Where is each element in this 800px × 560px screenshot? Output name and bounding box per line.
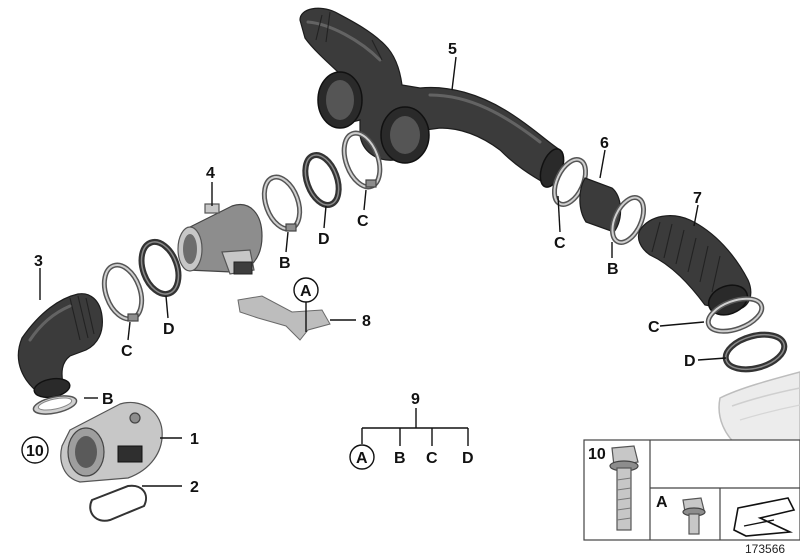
label-letter-c-right-lower: C (648, 319, 660, 336)
label-letter-a-tree: A (356, 450, 368, 467)
ring-d-upper (302, 152, 342, 208)
part-2-gasket (89, 484, 147, 522)
circle-a-bracket (293, 277, 319, 303)
legend-label-a: A (656, 494, 668, 511)
part-7-corrugated-hose (637, 215, 788, 373)
label-letter-c-tree: C (426, 450, 438, 467)
bolt-icon (609, 445, 639, 531)
part-1-throttle-body (60, 401, 163, 483)
leader-lines (39, 56, 727, 487)
label-letter-d-tree: D (462, 450, 474, 467)
label-part-3: 3 (34, 253, 43, 270)
arrow-symbol-icon (733, 497, 796, 537)
label-letter-c-upper: C (357, 213, 369, 230)
label-letter-b-lower: B (102, 391, 114, 408)
label-part-7: 7 (693, 190, 702, 207)
part-6-coupling (551, 157, 647, 245)
label-part-9: 9 (411, 391, 420, 408)
label-letter-b-upper: B (279, 255, 291, 272)
clamp-b-upper (261, 174, 303, 232)
part-5-intake-duct (299, 7, 565, 188)
label-part-5: 5 (448, 41, 457, 58)
label-part-4: 4 (206, 165, 215, 182)
label-letter-d-upper: D (318, 231, 330, 248)
label-letter-d-right: D (684, 353, 696, 370)
label-letter-d-left: D (163, 321, 175, 338)
small-bolt-icon (682, 497, 706, 535)
ring-b-lower (32, 395, 78, 415)
label-letter-a-bracket: A (300, 283, 312, 300)
part-4-air-mass-meter (177, 203, 263, 275)
ring-d-left (138, 238, 182, 298)
circle-a-tree (349, 444, 375, 470)
label-letter-c-right-upper: C (554, 235, 566, 252)
part-8-bracket (237, 295, 331, 341)
label-letter-b-right: B (607, 261, 619, 278)
label-part-6: 6 (600, 135, 609, 152)
label-part-8: 8 (362, 313, 371, 330)
clamp-c-upper (341, 130, 383, 190)
label-letter-c-left: C (121, 343, 133, 360)
clamp-c-left (101, 262, 145, 322)
label-part-2: 2 (190, 479, 199, 496)
label-part-10-circled: 10 (26, 443, 44, 460)
label-part-1: 1 (190, 431, 199, 448)
circle-10 (21, 436, 49, 464)
drawing-number: 173566 (745, 542, 785, 556)
legend-label-10: 10 (588, 446, 606, 463)
label-letter-b-tree: B (394, 450, 406, 467)
part-3-elbow-hose (17, 293, 103, 399)
